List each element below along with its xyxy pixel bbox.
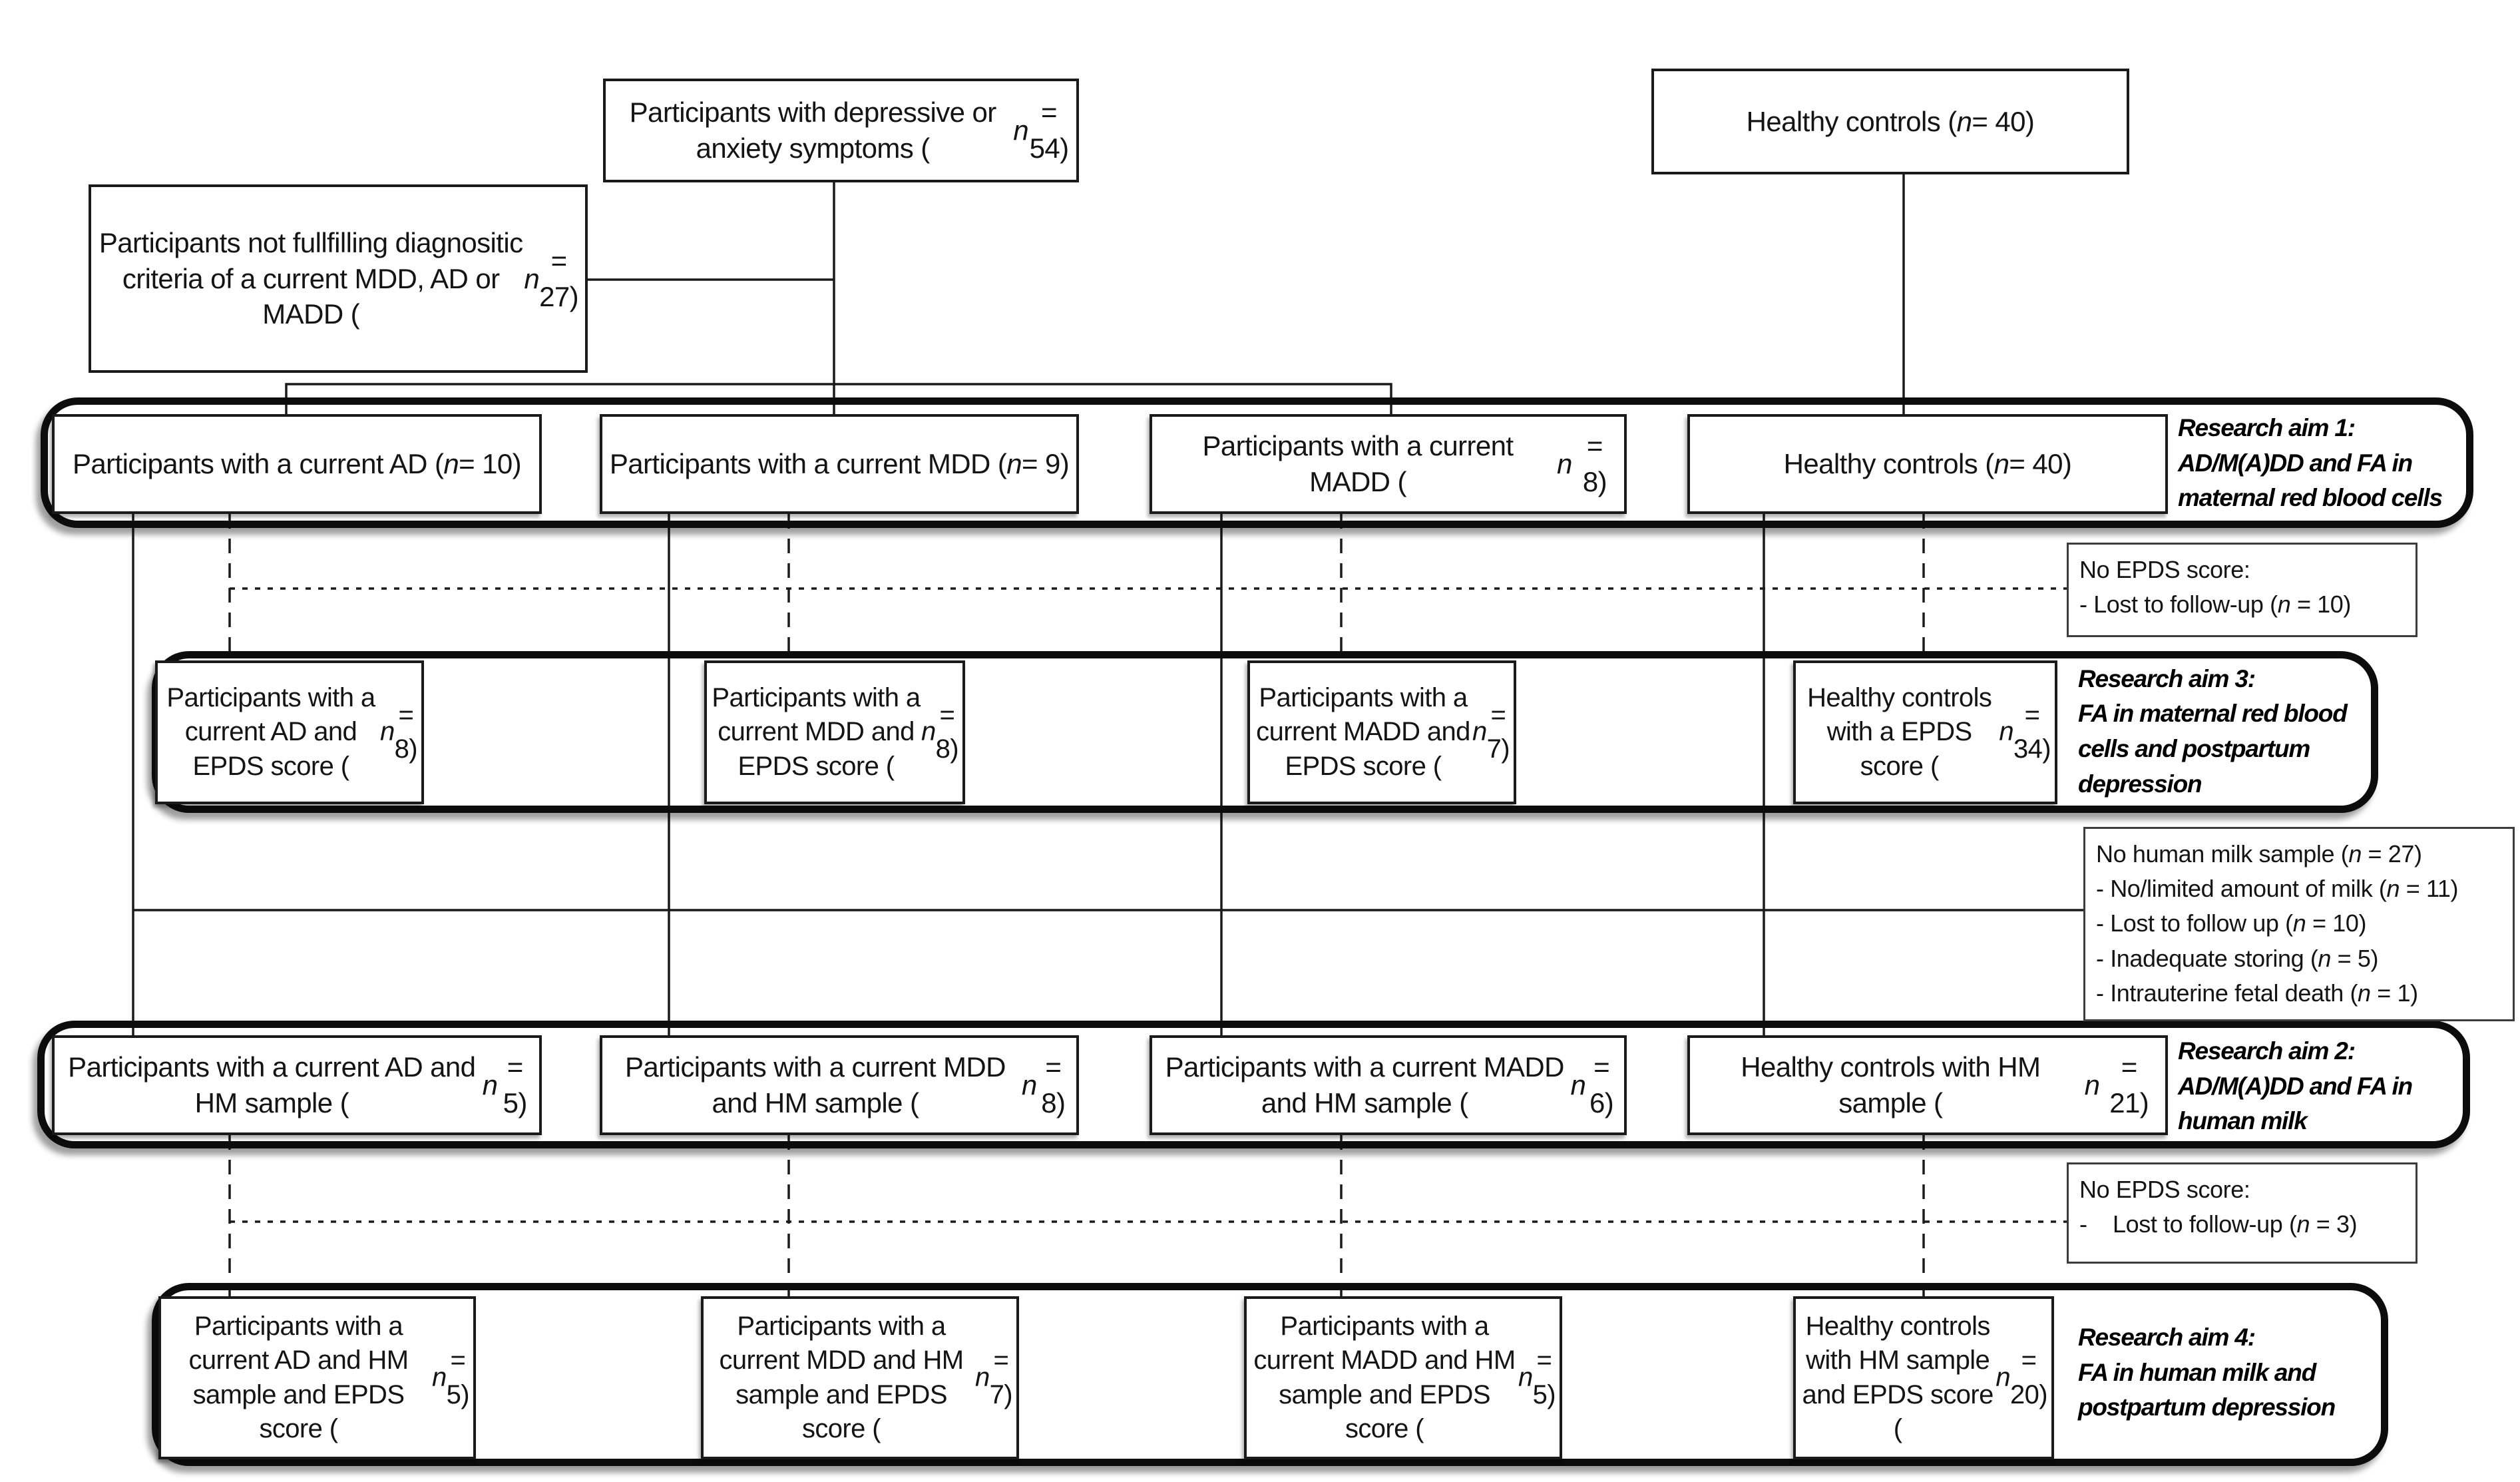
note-no-epds-score-2: No EPDS score: - Lost to follow-up (n = …: [2067, 1162, 2417, 1264]
box-hc-hm-sample: Healthy controls with HM sample (n = 21): [1687, 1035, 2168, 1135]
text-line: depression: [2078, 770, 2203, 798]
text-line: maternal red blood cells: [2178, 484, 2443, 512]
text-line: - Lost to follow-up (n = 3): [2079, 1210, 2358, 1238]
box-hc-hm-epds: Healthy controls with HM sample and EPDS…: [1793, 1296, 2054, 1459]
note-title: No EPDS score:: [2079, 1176, 2250, 1203]
text-line: Research aim 2:: [2178, 1037, 2356, 1065]
box-current-mdd: Participants with a current MDD (n = 9): [600, 414, 1079, 514]
box-healthy-controls-top: Healthy controls (n = 40): [1651, 69, 2129, 174]
text-line: - Intrauterine fetal death (n = 1): [2096, 979, 2418, 1007]
text-line: AD/M(A)DD and FA in: [2178, 1072, 2413, 1100]
label-research-aim-2: Research aim 2: AD/M(A)DD and FA in human …: [2178, 1031, 2471, 1142]
text-line: cells and postpartum: [2078, 735, 2310, 762]
text-line: postpartum depression: [2078, 1393, 2336, 1421]
box-ad-hm-epds: Participants with a current AD and HM sa…: [158, 1296, 476, 1459]
box-current-ad: Participants with a current AD (n = 10): [52, 414, 542, 514]
box-symptomatic-participants: Participants with depressive or anxiety …: [603, 79, 1079, 182]
connector-split-row1: [285, 383, 1392, 414]
text-line: AD/M(A)DD and FA in: [2178, 449, 2413, 477]
text-line: human milk: [2178, 1107, 2308, 1135]
box-mdd-epds: Participants with a current MDD and EPDS…: [704, 660, 965, 804]
label-research-aim-4: Research aim 4: FA in human milk and postp…: [2078, 1298, 2376, 1447]
text-line: - Lost to follow up (n = 10): [2096, 909, 2367, 937]
box-current-madd: Participants with a current MADD (n = 8): [1150, 414, 1627, 514]
box-healthy-controls-row1: Healthy controls (n = 40): [1687, 414, 2168, 514]
text-line: - Lost to follow-up (n = 10): [2079, 591, 2352, 618]
box-hc-epds: Healthy controls with a EPDS score (n = …: [1793, 660, 2057, 804]
note-items: - No/limited amount of milk (n = 11) - Lo…: [2096, 871, 2507, 1011]
note-no-epds-score-1: No EPDS score: - Lost to follow-up (n = …: [2067, 543, 2417, 637]
box-ad-hm-sample: Participants with a current AD and HM sa…: [52, 1035, 542, 1135]
box-excluded-participants: Participants not fullfilling diagnositic…: [89, 184, 588, 373]
box-madd-hm-sample: Participants with a current MADD and HM …: [1150, 1035, 1627, 1135]
box-madd-hm-epds: Participants with a current MADD and HM …: [1244, 1296, 1562, 1459]
text-line: FA in human milk and: [2078, 1358, 2316, 1386]
box-mdd-hm-epds: Participants with a current MDD and HM s…: [701, 1296, 1019, 1459]
label-research-aim-1: Research aim 1: AD/M(A)DD and FA in matern…: [2178, 407, 2471, 519]
note-title: No human milk sample (n = 27): [2096, 840, 2422, 867]
note-items: - Lost to follow-up (n = 10): [2079, 587, 2410, 622]
note-no-human-milk-sample: No human milk sample (n = 27) - No/limit…: [2083, 827, 2515, 1021]
note-title: No EPDS score:: [2079, 556, 2250, 583]
box-ad-epds: Participants with a current AD and EPDS …: [155, 660, 424, 804]
text-line: Research aim 1:: [2178, 414, 2356, 442]
text-line: Research aim 4:: [2078, 1324, 2256, 1352]
text-line: - Inadequate storing (n = 5): [2096, 944, 2379, 972]
text-line: Research aim 3:: [2078, 664, 2256, 692]
label-research-aim-3: Research aim 3: FA in maternal red blood c…: [2078, 660, 2376, 803]
box-mdd-hm-sample: Participants with a current MDD and HM s…: [600, 1035, 1079, 1135]
text-line: - No/limited amount of milk (n = 11): [2096, 875, 2459, 903]
note-items: - Lost to follow-up (n = 3): [2079, 1207, 2410, 1242]
box-madd-epds: Participants with a current MADD and EPD…: [1247, 660, 1516, 804]
text-line: FA in maternal red blood: [2078, 700, 2348, 728]
